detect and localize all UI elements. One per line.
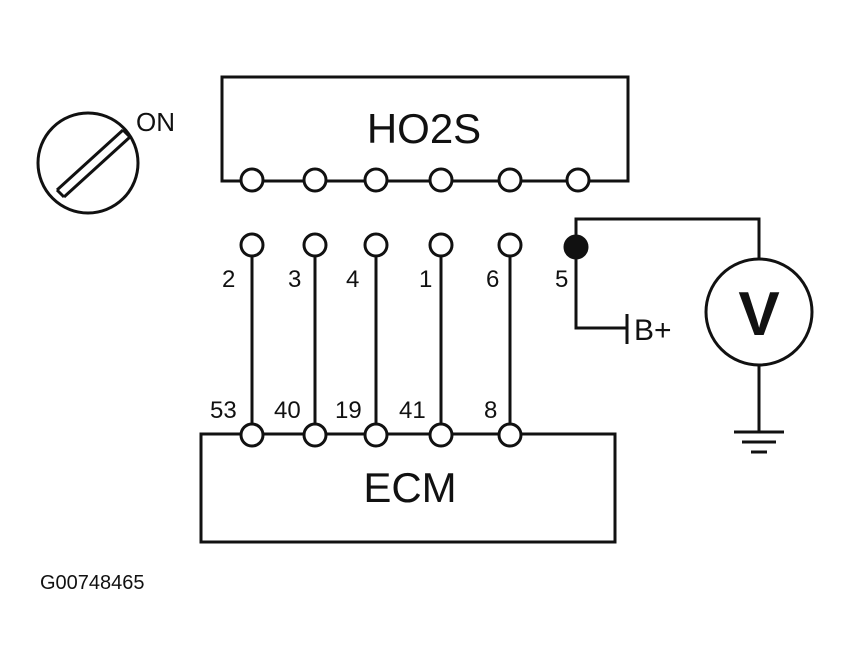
battery-positive-label: B+	[634, 314, 672, 347]
ignition-on-label: ON	[136, 107, 175, 137]
ecm-pin-label: 8	[484, 397, 497, 424]
sensor-pin-label: 1	[419, 266, 432, 293]
voltmeter-circuit	[574, 217, 761, 432]
ecm-label: ECM	[363, 464, 456, 511]
ecm-pin-label: 19	[335, 397, 362, 424]
sensor-pin-label: 2	[222, 266, 235, 293]
ecm-pin-label: 53	[210, 397, 237, 424]
ignition-switch	[36, 111, 140, 215]
ho2s-box	[220, 75, 630, 183]
voltmeter-label: V	[738, 280, 779, 349]
harness-wires	[250, 255, 512, 425]
ho2s-terminals	[239, 167, 591, 193]
ecm-pin-label: 40	[274, 397, 301, 424]
voltmeter	[704, 257, 814, 367]
ecm-pin-label: 41	[399, 397, 426, 424]
ground-icon	[734, 430, 784, 454]
sensor-pin-label: 4	[346, 266, 359, 293]
ecm-box	[199, 432, 617, 544]
sensor-pin-label: 6	[486, 266, 499, 293]
ho2s-label: HO2S	[367, 105, 481, 152]
sensor-pin-label: 3	[288, 266, 301, 293]
harness-terminals	[239, 232, 589, 260]
figure-code: G00748465	[40, 572, 145, 594]
ecm-terminals	[239, 422, 523, 448]
sensor-pin-label: 5	[555, 266, 568, 293]
